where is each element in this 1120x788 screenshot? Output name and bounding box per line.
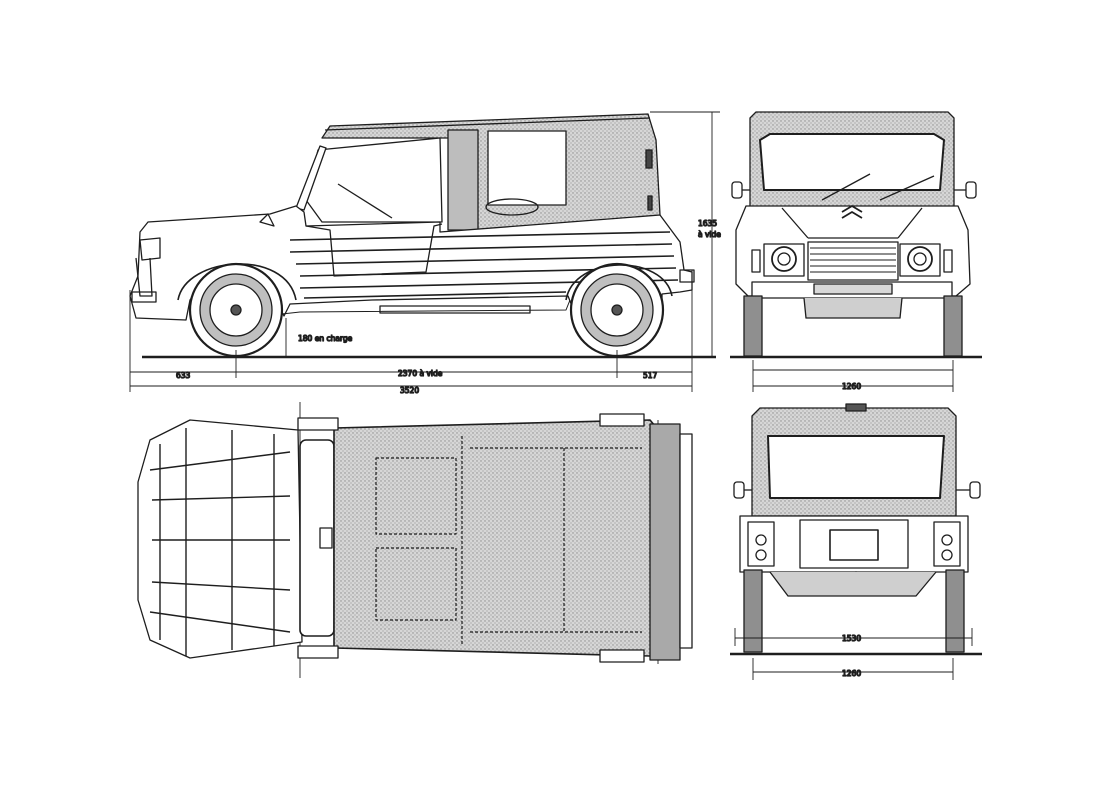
rear-underbody <box>769 571 937 597</box>
side-view: 1635 à vide 180 en charge 633 2370 à vid… <box>129 111 722 396</box>
front-wiper-right <box>879 175 935 201</box>
dim-front-track-label: 1260 <box>842 382 861 391</box>
rear-top-badge <box>845 403 867 412</box>
rear-dimension-lines <box>734 628 973 680</box>
side-front-bumper <box>131 291 157 303</box>
top-rear-bumper <box>679 433 693 649</box>
side-front-window <box>305 137 443 223</box>
dim-overall-length-label: 3520 <box>400 386 419 395</box>
top-rear-frame <box>649 423 681 661</box>
dim-rear-width-label: 1530 <box>842 634 861 643</box>
front-dimension-lines <box>752 360 954 392</box>
rear-tyre-right <box>945 569 965 653</box>
rear-mirror-right <box>956 481 981 499</box>
front-windscreen <box>759 133 945 191</box>
front-wiper-left <box>821 173 871 201</box>
rear-tyre-left <box>743 569 763 653</box>
front-chevron-logo <box>841 205 863 219</box>
side-tail-marker <box>645 149 653 169</box>
dim-height-label: 1635 <box>698 219 717 228</box>
dim-wheelbase-label: 2370 à vide <box>398 369 443 378</box>
side-tail-marker-2 <box>647 195 653 211</box>
side-dimension-lines <box>129 111 720 392</box>
front-headlight-right <box>899 243 941 277</box>
front-grille-slats <box>810 247 896 273</box>
side-steering-wheel <box>337 183 393 219</box>
rear-light-left <box>747 521 775 567</box>
dim-rear-track-label: 1260 <box>842 669 861 678</box>
front-tyre-right <box>943 295 963 357</box>
side-sill <box>379 305 531 314</box>
top-rear-wheel-left <box>599 413 645 427</box>
front-mirror-left <box>731 181 750 199</box>
side-steering-wheel-rim <box>485 198 539 216</box>
front-tyre-left <box>743 295 763 357</box>
top-mirror-mount <box>319 527 333 549</box>
top-rear-wheel-right <box>599 649 645 663</box>
side-rear-bumper <box>679 269 695 283</box>
side-rear-wheel-arch <box>565 264 673 301</box>
front-indicator-right <box>943 249 953 273</box>
front-view: 1260 <box>730 111 982 392</box>
front-indicator-left <box>751 249 761 273</box>
side-headlight <box>139 237 161 261</box>
side-underbody <box>281 299 571 315</box>
side-rear-wheel <box>569 262 665 358</box>
front-bonnet-lines <box>781 207 923 239</box>
dim-front-overhang-label: 633 <box>176 371 191 380</box>
top-bonnet <box>137 419 303 659</box>
side-front-wheel <box>188 262 284 358</box>
top-front-wheel-right <box>297 645 339 659</box>
rear-view: 1530 1260 <box>730 403 982 680</box>
rear-mirror-left <box>733 481 752 499</box>
rear-plate <box>829 529 879 561</box>
top-roof-seams <box>375 436 642 644</box>
front-underbody <box>803 297 903 319</box>
top-view <box>137 402 693 678</box>
dim-ground-clearance-label: 180 en charge <box>298 334 353 343</box>
top-bonnet-ribs <box>149 428 291 656</box>
side-door-outline <box>305 223 443 277</box>
dim-height-note: à vide <box>698 230 721 239</box>
top-windscreen <box>299 439 335 637</box>
side-grille <box>135 257 153 297</box>
side-rear-window <box>487 130 567 206</box>
side-roof-line <box>324 117 651 131</box>
side-front-wheel-arch <box>177 263 297 301</box>
front-plate <box>813 283 893 295</box>
rear-window <box>767 435 945 499</box>
side-b-pillar <box>447 129 479 231</box>
side-mirror <box>259 213 275 227</box>
dim-rear-overhang-label: 517 <box>643 371 658 380</box>
front-mirror-right <box>954 181 977 199</box>
rear-light-right <box>933 521 961 567</box>
front-headlight-left <box>763 243 805 277</box>
top-front-wheel-left <box>297 417 339 431</box>
